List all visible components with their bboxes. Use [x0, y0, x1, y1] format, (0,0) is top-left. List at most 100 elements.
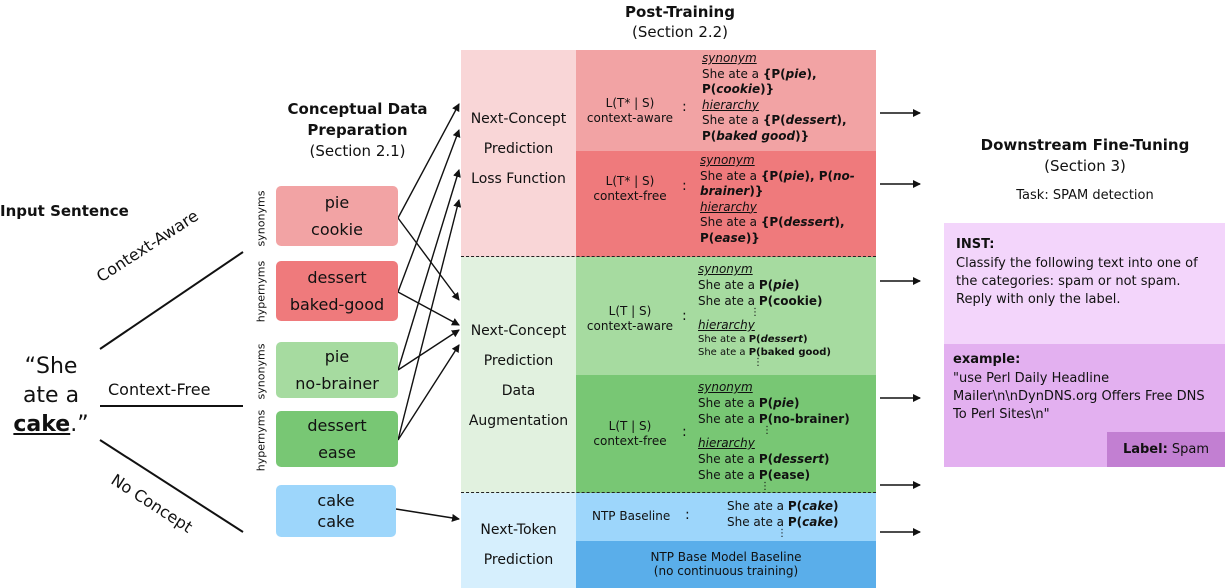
r2-b-b: )} — [749, 184, 764, 198]
concept-baked-good: baked-good — [289, 295, 385, 314]
post-training-title: Post-Training — [625, 3, 735, 21]
r5-a-i: cake — [802, 499, 834, 513]
inst-panel — [944, 223, 1225, 344]
r5-label: NTP Baseline — [592, 509, 671, 523]
r1-text: synonym She ate a {P(pie), P(cookie)} hi… — [702, 51, 847, 144]
r3-a-b1: P( — [758, 278, 774, 292]
r2-line-a: She ate a {P(pie), P(no- — [700, 169, 855, 185]
r2-formula: L(T* | S) — [605, 174, 655, 188]
r1-c-b1: {P( — [762, 113, 786, 127]
r4-c-i: dessert — [773, 452, 824, 466]
r1-d-i: baked good — [716, 128, 796, 143]
concept-ease: ease — [318, 443, 356, 462]
concept-cake-2: cake — [317, 512, 355, 531]
method-cell-ncp-aug — [461, 257, 576, 493]
r2-hierarchy-label: hierarchy — [700, 199, 757, 214]
r5-text: She ate a P(cake) She ate a P(cake) ⋮ — [727, 498, 839, 539]
method-ncp-aug-l2: Prediction — [483, 353, 554, 369]
r2-text: synonym She ate a {P(pie), P(no- brainer… — [700, 153, 855, 246]
r2-line-b: brainer)} — [700, 184, 855, 200]
r2-a-pre: She ate a — [700, 168, 761, 183]
r3-b-pre: She ate a — [698, 294, 759, 308]
r4-a-pre: She ate a — [698, 396, 759, 410]
r4-ellipsis: ⋮ — [762, 425, 772, 436]
branch-context-free: Context-Free — [108, 380, 211, 399]
r1-sub: context-aware — [586, 111, 674, 125]
r4-d-b: P(ease) — [758, 468, 811, 482]
r4-colon: : — [682, 424, 687, 440]
r1-a-i: pie — [785, 66, 807, 81]
example-label: example: — [953, 352, 1021, 367]
r2-c-pre: She ate a — [700, 215, 761, 229]
method-ncp-aug-l4: Augmentation — [468, 413, 569, 429]
input-end: .” — [70, 412, 89, 437]
downstream-section: (Section 3) — [1044, 157, 1126, 175]
r4-synonym-label: synonym — [698, 380, 753, 394]
r3-b-b: P(cookie) — [758, 294, 823, 308]
row-aug-context-free — [576, 375, 876, 493]
method-ncp-loss-l3: Loss Function — [471, 171, 566, 187]
r4-c-b2: ) — [823, 452, 830, 466]
r1-a-pre: She ate a — [702, 66, 763, 81]
r1-formula-group: L(T* | S) context-aware — [580, 96, 680, 126]
method-ncp-loss-l1: Next-Concept — [470, 111, 567, 127]
label-hypernyms-1: hypernyms — [254, 260, 268, 323]
post-training-section: (Section 2.2) — [631, 23, 729, 41]
r3-a-i: pie — [773, 278, 794, 292]
r2-sub: context-free — [593, 189, 667, 203]
r3-colon: : — [682, 308, 687, 324]
concept-box-cake: cake cake — [276, 485, 396, 537]
r2-d-b1: P( — [700, 230, 715, 245]
r4-formula-group: L(T | S) context-free — [580, 419, 680, 449]
r1-c-i: dessert — [785, 113, 837, 127]
r4-line-c: She ate a P(dessert) — [698, 451, 850, 467]
r1-a-b2: ), — [806, 66, 817, 81]
concept-no-brainer: no-brainer — [295, 374, 379, 393]
r1-line-b: P(cookie)} — [702, 82, 847, 98]
separator-2 — [461, 492, 876, 493]
r1-b-b1: P( — [702, 82, 717, 96]
r5-ellipsis: ⋮ — [777, 528, 787, 539]
r2-colon: : — [682, 178, 687, 194]
r5-a-b2: ) — [833, 499, 839, 513]
r4-line-d: She ate a P(ease) — [698, 467, 850, 483]
r3-line-a: She ate a P(pie) — [698, 277, 831, 293]
r3-line-c: She ate a P(dessert) — [698, 333, 831, 346]
r2-c-b2: ), — [834, 215, 845, 229]
r2-d-i: ease — [714, 230, 746, 245]
concept-box-pie-no-brainer: pie no-brainer — [276, 342, 398, 398]
concept-box-dessert-ease: dessert ease — [276, 411, 398, 467]
r6-text: NTP Base Model Baseline (no continuous t… — [576, 550, 876, 578]
r2-a-b1: {P( — [760, 168, 784, 183]
r2-a-i2: no- — [833, 168, 855, 183]
method-ncp-loss: Next-Concept Prediction Loss Function — [461, 104, 576, 194]
r3-a-pre: She ate a — [698, 278, 759, 292]
r4-d-pre: She ate a — [698, 468, 759, 482]
concept-box-dessert-baked-good: dessert baked-good — [276, 261, 398, 321]
input-line3: cake.” — [6, 410, 96, 439]
input-target-word: cake — [13, 412, 71, 437]
r3-sub: context-aware — [586, 319, 674, 333]
method-cell-ntp — [461, 493, 576, 588]
r3-c-i: dessert — [760, 334, 803, 345]
row-aug-context-aware — [576, 257, 876, 375]
r3-c-b1: P( — [748, 334, 761, 345]
r4-text: synonym She ate a P(pie) She ate a P(no-… — [698, 379, 850, 492]
row-ncp-context-free — [576, 151, 876, 257]
concept-pie: pie — [324, 193, 350, 212]
r1-c-b2: ), — [836, 113, 847, 127]
r3-c-b2: ) — [802, 334, 808, 345]
concept-pie-2: pie — [324, 347, 350, 366]
r1-b-b2: )} — [760, 82, 775, 96]
r1-line-a: She ate a {P(pie), — [702, 67, 847, 83]
r3-line-d: She ate a P(baked good) — [698, 346, 831, 359]
r4-b-pre: She ate a — [698, 412, 759, 426]
conceptual-title-line1: Conceptual Data — [287, 100, 428, 118]
method-ncp-aug-l3: Data — [501, 383, 536, 399]
r4-line-a: She ate a P(pie) — [698, 395, 850, 411]
r4-sub: context-free — [593, 434, 667, 448]
r1-hierarchy-label: hierarchy — [702, 97, 759, 112]
r5-b-b1: P( — [787, 515, 803, 529]
r1-line-c: She ate a {P(dessert), — [702, 113, 847, 129]
